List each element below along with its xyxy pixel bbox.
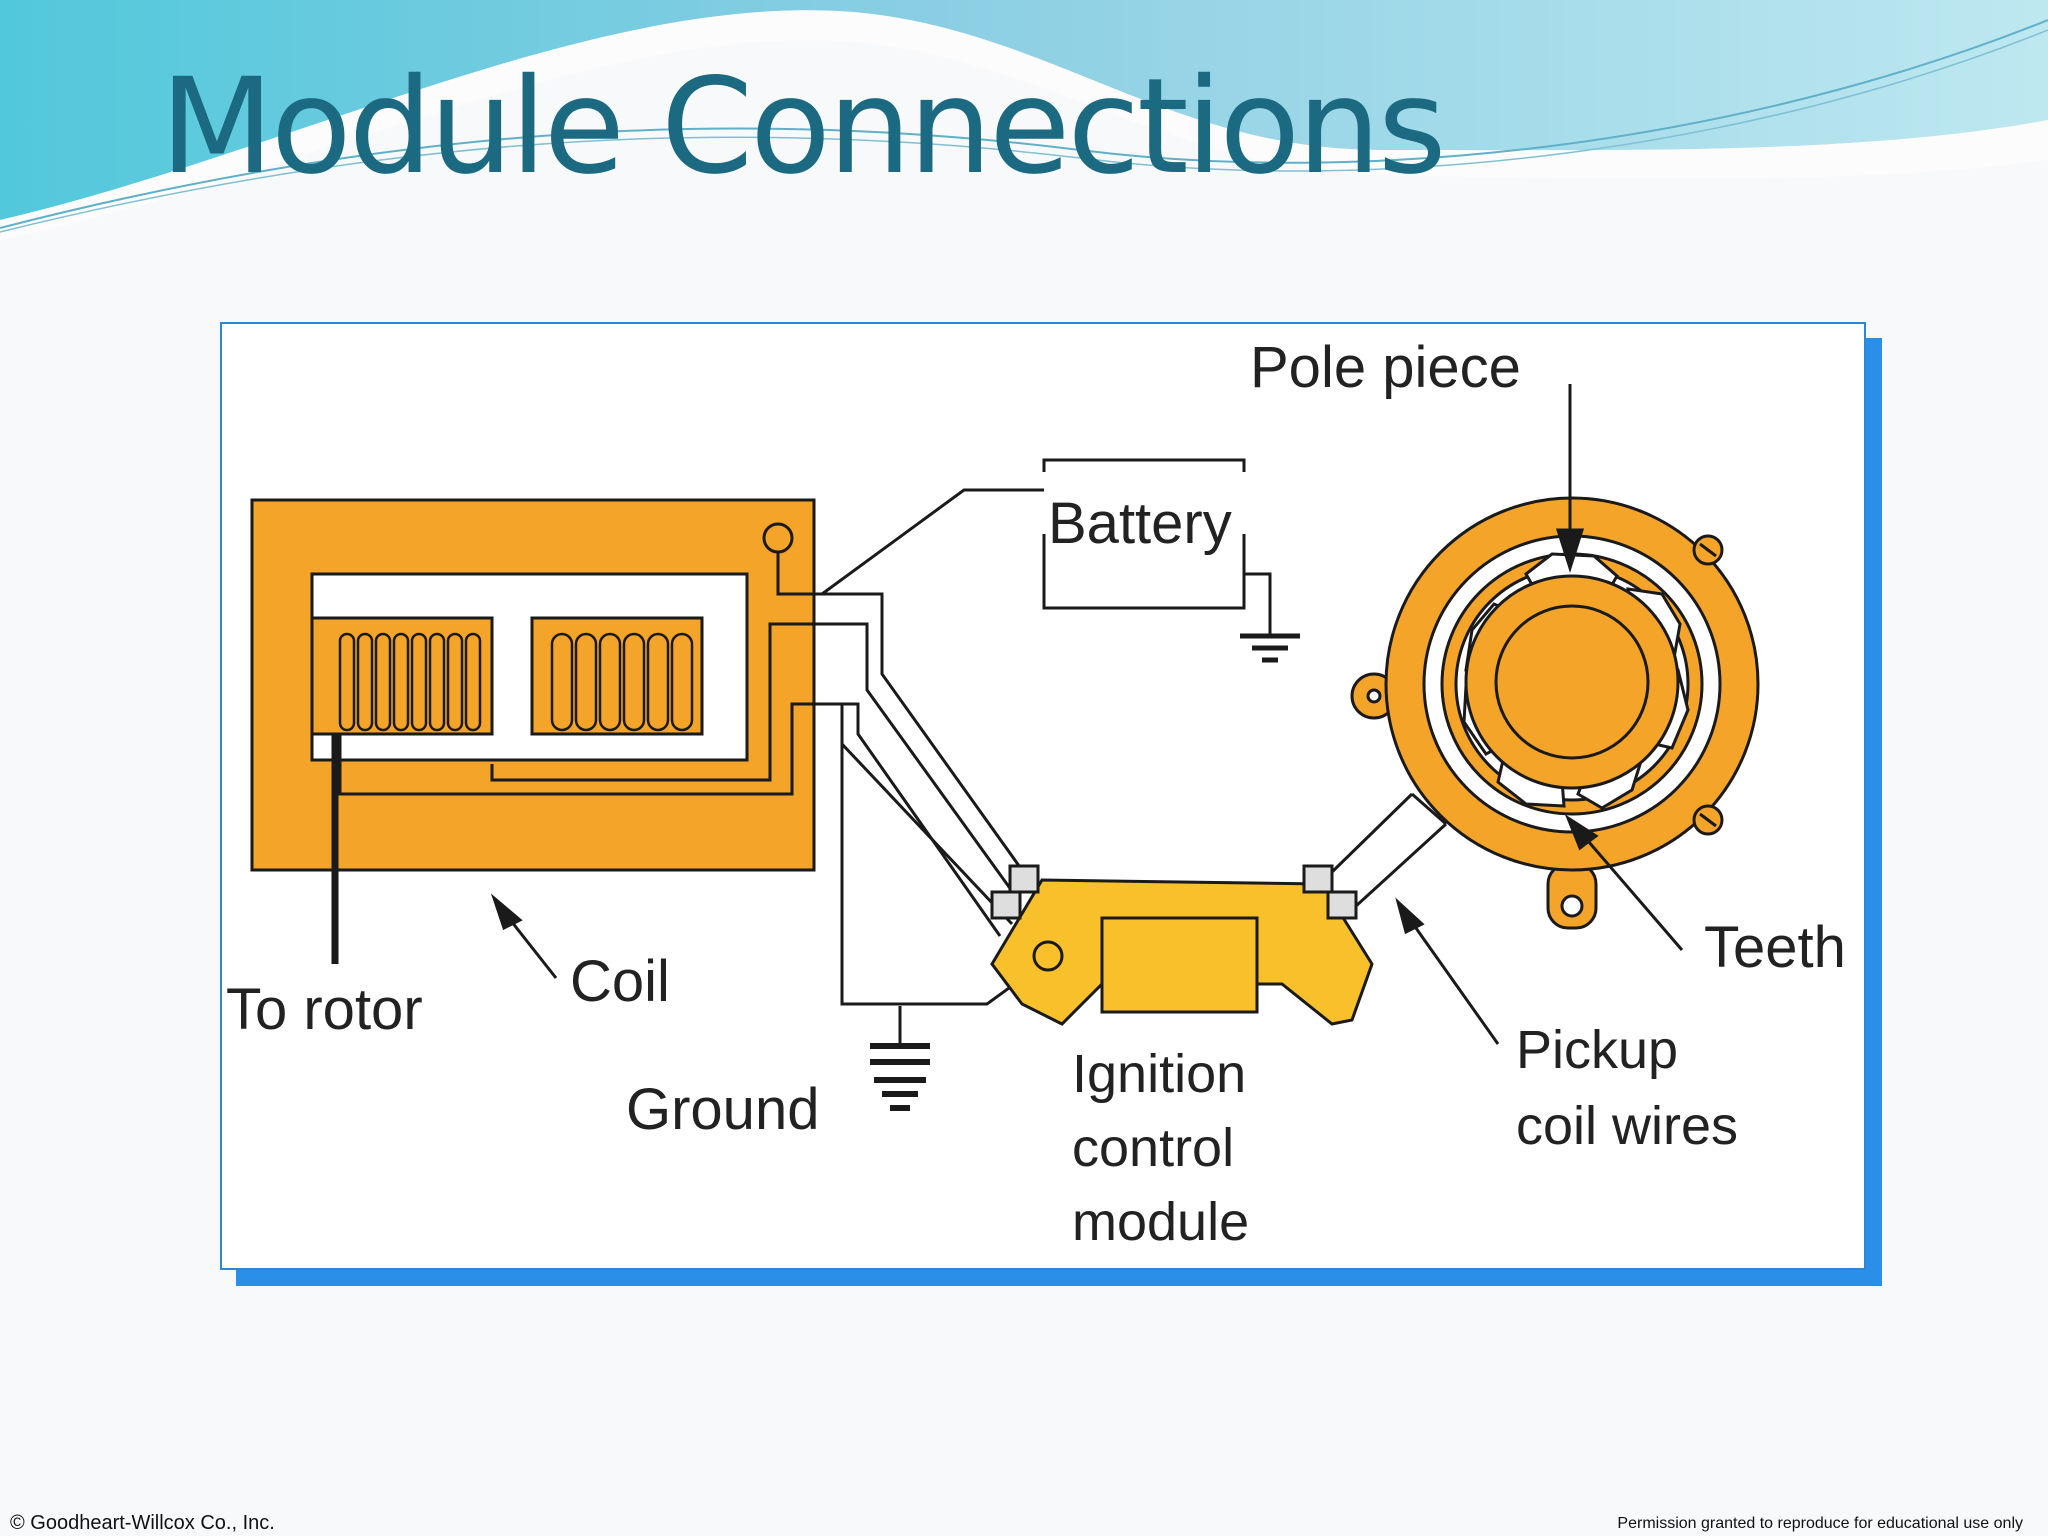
label-ignition-control-module-line1: Ignition (1072, 1044, 1247, 1104)
label-pickup-coil-wires-line1: Pickup (1516, 1020, 1679, 1080)
label-pole-piece: Pole piece (1250, 335, 1521, 400)
ignition-control-module (990, 864, 1374, 1026)
footer-permission: Permission granted to reproduce for educ… (1617, 1515, 2023, 1532)
ignition-diagram (250, 384, 1760, 1111)
battery (821, 458, 1272, 634)
ignition-diagram-figure: Pole piece Battery Coil To rotor Ground … (220, 322, 1866, 1270)
distributor-pickup (1350, 496, 1760, 930)
label-battery: Battery (1048, 491, 1232, 556)
label-coil: Coil (570, 949, 670, 1014)
footer-copyright: © Goodheart-Willcox Co., Inc. (10, 1512, 275, 1534)
label-teeth: Teeth (1704, 915, 1846, 980)
ground-symbol (870, 1006, 930, 1111)
label-ground: Ground (626, 1077, 820, 1142)
battery-ground-symbol (1240, 633, 1300, 663)
pickup-coil-wires (1330, 792, 1448, 908)
leader-lines (490, 384, 1684, 1045)
label-pickup-coil-wires-line2: coil wires (1516, 1096, 1739, 1156)
label-ignition-control-module-line2: control (1072, 1118, 1235, 1178)
label-to-rotor: To rotor (226, 977, 423, 1042)
coil-to-module-wires (822, 592, 1043, 1006)
slide-title: Module Connections (160, 50, 1447, 204)
header-wave-decoration (0, 0, 2048, 240)
label-ignition-control-module-line3: module (1072, 1192, 1250, 1252)
ignition-coil (250, 498, 822, 964)
